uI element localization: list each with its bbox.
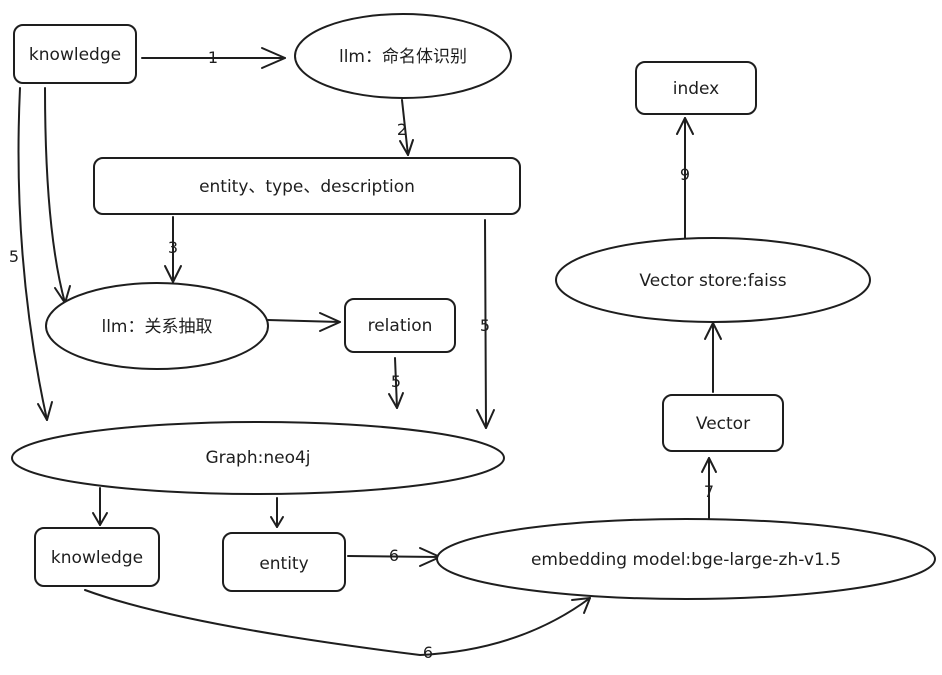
node-index[interactable] xyxy=(635,61,757,115)
arrowhead-graph-knowledge xyxy=(92,512,108,526)
edge-knowledge-to-graph xyxy=(17,87,48,421)
node-entity[interactable] xyxy=(222,532,346,592)
node-llm-ner-label: llm：命名体识别 xyxy=(339,47,467,67)
node-llm-relation[interactable] xyxy=(45,282,269,370)
arrowhead-2 xyxy=(399,139,414,156)
arrowhead-graph-entity xyxy=(270,516,284,528)
node-llm-ner[interactable] xyxy=(294,13,512,99)
edge-knowledge-to-embedding xyxy=(84,589,591,656)
edge-llm-ner-to-entity-desc xyxy=(401,99,409,156)
edge-entity-to-embedding xyxy=(347,555,441,558)
node-knowledge-bottom[interactable] xyxy=(34,527,160,587)
arrowhead-relation xyxy=(319,312,341,332)
arrowhead-9 xyxy=(676,117,694,135)
edge-label-6-entity: 6 xyxy=(389,546,399,565)
edge-label-5-left: 5 xyxy=(9,247,19,266)
node-entity-type-description-label: entity、type、description xyxy=(199,177,415,197)
edge-label-7: 7 xyxy=(704,482,714,501)
node-index-label: index xyxy=(673,79,720,99)
edge-label-5-relation: 5 xyxy=(391,372,401,391)
node-llm-relation-label: llm：关系抽取 xyxy=(101,317,212,337)
edge-label-9: 9 xyxy=(680,165,690,184)
edge-label-6-knowledge: 6 xyxy=(423,643,433,662)
edges xyxy=(17,47,722,656)
arrowhead-1 xyxy=(261,47,286,69)
node-relation[interactable] xyxy=(344,298,456,353)
arrowhead-5-left xyxy=(37,401,53,421)
node-vector-label: Vector xyxy=(696,414,750,434)
node-graph-neo4j[interactable] xyxy=(11,421,505,495)
edge-label-3: 3 xyxy=(168,238,178,257)
edge-label-1: 1 xyxy=(208,48,218,67)
edge-label-2: 2 xyxy=(397,120,407,139)
node-knowledge-top-label: knowledge xyxy=(29,45,121,65)
node-knowledge-bottom-label: knowledge xyxy=(51,548,143,568)
node-knowledge-top[interactable] xyxy=(13,24,137,84)
edge-label-5-right: 5 xyxy=(480,316,490,335)
arrowhead-6-knowledge xyxy=(571,597,591,614)
node-relation-label: relation xyxy=(368,316,433,336)
arrowhead-3 xyxy=(164,265,182,283)
node-graph-neo4j-label: Graph:neo4j xyxy=(205,448,310,468)
nodes: knowledge llm：命名体识别 entity、type、descript… xyxy=(11,13,936,600)
arrowhead-7 xyxy=(701,457,717,473)
node-vector-store-faiss-label: Vector store:faiss xyxy=(639,271,786,291)
edge-labels: 1 2 3 5 5 5 6 6 7 9 xyxy=(9,48,714,662)
arrowhead-5-right xyxy=(476,409,495,429)
edge-entity-desc-to-graph xyxy=(484,219,487,429)
edge-knowledge-to-llm-relation xyxy=(44,87,66,304)
node-embedding-model[interactable] xyxy=(436,518,936,600)
edge-llm-relation-to-relation xyxy=(267,319,341,323)
node-vector-store-faiss[interactable] xyxy=(555,237,871,323)
node-entity-type-description[interactable] xyxy=(93,157,521,215)
edge-relation-to-graph xyxy=(394,357,398,409)
node-entity-label: entity xyxy=(259,554,308,574)
arrowhead-5-relation xyxy=(388,392,404,409)
node-embedding-model-label: embedding model:bge-large-zh-v1.5 xyxy=(531,550,841,570)
node-vector[interactable] xyxy=(662,394,784,452)
